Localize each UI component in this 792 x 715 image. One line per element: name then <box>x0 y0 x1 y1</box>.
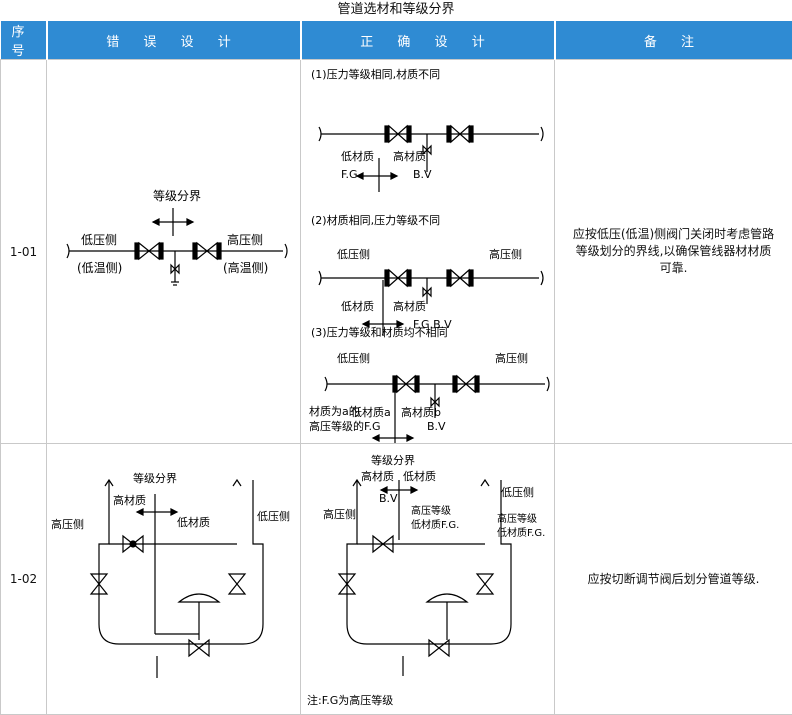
high-side-label: 高压侧 <box>227 232 263 247</box>
row-seq: 1-01 <box>1 60 47 444</box>
table-row: 1-02 <box>1 444 792 715</box>
low-temp-label: (低温侧) <box>77 261 122 275</box>
case2-low-material: 低材质 <box>341 299 374 313</box>
footnote: 注:F.G为高压等级 <box>307 693 393 707</box>
case3-title: (3)压力等级和材质均不相同 <box>311 325 448 339</box>
case2-low-side: 低压侧 <box>337 248 370 261</box>
row-seq: 1-02 <box>1 444 47 715</box>
high-temp-label: (高温侧) <box>223 260 268 275</box>
wrong-diagram-1: 等级分界 低压侧 (低温侧) 高压侧 (高温侧) <box>47 60 301 443</box>
page-title: 管道选材和等级分界 <box>0 0 792 20</box>
boundary-label: 等级分界 <box>371 453 415 467</box>
wrong-design-cell: 等级分界 高材质 低材质 高压侧 低压侧 <box>47 444 301 715</box>
correct-diagram-2: 等级分界 高材质 低材质 B.V 高压侧 低压侧 高压等级 低材质F.G. 高压… <box>301 444 555 714</box>
high-side-label: 高压侧 <box>323 507 356 521</box>
low-material-label: 低材质 <box>177 515 210 529</box>
low-material-label: 低材质 <box>403 469 436 483</box>
hp-grade-label-1: 高压等级 <box>411 504 451 517</box>
header-correct-design: 正 确 设 计 <box>301 21 555 60</box>
low-side-label: 低压侧 <box>257 510 290 523</box>
case2-title: (2)材质相同,压力等级不同 <box>311 213 440 227</box>
design-table: 序 号 错 误 设 计 正 确 设 计 备 注 1-01 <box>0 21 792 715</box>
case3-high-material: 高材质b <box>401 405 441 419</box>
correct-design-cell: (1)压力等级相同,材质不同 低材质 高材质 F.G B.V (2)材质相同,压… <box>301 60 555 444</box>
wrong-diagram-2: 等级分界 高材质 低材质 高压侧 低压侧 <box>47 444 301 714</box>
high-side-label: 高压侧 <box>51 517 84 531</box>
case1-low-material: 低材质 <box>341 149 374 163</box>
case1-high-material: 高材质 <box>393 149 426 163</box>
correct-design-cell: 等级分界 高材质 低材质 B.V 高压侧 低压侧 高压等级 低材质F.G. 高压… <box>301 444 555 715</box>
case3-note-line2: 高压等级的F.G <box>309 419 381 433</box>
case1-title: (1)压力等级相同,材质不同 <box>311 67 440 81</box>
table-row: 1-01 <box>1 60 792 444</box>
table-header-row: 序 号 错 误 设 计 正 确 设 计 备 注 <box>1 21 792 60</box>
case3-high-side: 高压侧 <box>495 351 528 365</box>
hp-grade-label-2: 高压等级 <box>497 512 537 525</box>
case3-low-side: 低压侧 <box>337 352 370 365</box>
header-note: 备 注 <box>555 21 792 60</box>
high-material-label: 高材质 <box>361 469 394 483</box>
header-seq: 序 号 <box>1 21 47 60</box>
boundary-label: 等级分界 <box>133 471 177 485</box>
low-side-label: 低压侧 <box>81 233 117 247</box>
row-note: 应按低压(低温)侧阀门关闭时考虑管路等级划分的界线,以确保管线器材材质可靠. <box>555 60 792 444</box>
high-material-label: 高材质 <box>113 493 146 507</box>
case2-high-side: 高压侧 <box>489 247 522 261</box>
header-wrong-design: 错 误 设 计 <box>47 21 301 60</box>
row-note: 应按切断调节阀后划分管道等级. <box>555 444 792 715</box>
low-fg-label-2: 低材质F.G. <box>497 526 545 539</box>
low-fg-label-1: 低材质F.G. <box>411 518 459 531</box>
wrong-design-cell: 等级分界 低压侧 (低温侧) 高压侧 (高温侧) <box>47 60 301 444</box>
case3-bv: B.V <box>427 420 446 433</box>
boundary-label: 等级分界 <box>153 189 201 203</box>
case3-note-line1: 材质为a的 <box>309 404 360 418</box>
bv-label: B.V <box>379 492 398 505</box>
case1-fg: F.G <box>341 168 358 181</box>
correct-diagram-1: (1)压力等级相同,材质不同 低材质 高材质 F.G B.V (2)材质相同,压… <box>301 60 555 443</box>
case2-high-material: 高材质 <box>393 299 426 313</box>
low-side-label: 低压侧 <box>501 486 534 499</box>
case1-bv: B.V <box>413 168 432 181</box>
